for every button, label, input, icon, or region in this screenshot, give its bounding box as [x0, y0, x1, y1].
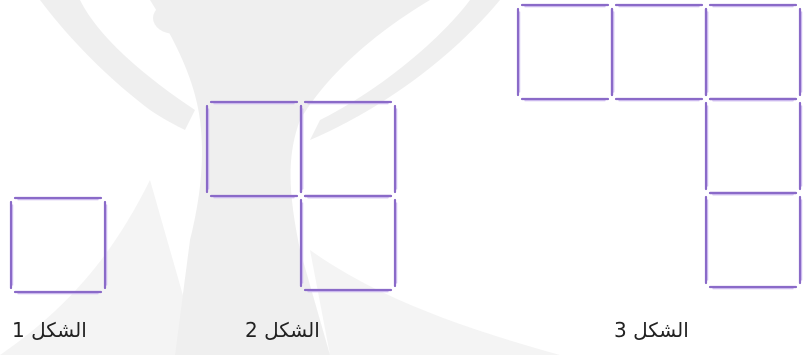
figure-3-square-5-left-stick — [706, 197, 708, 283]
figure-3-label: الشكل 3 — [614, 318, 689, 342]
figure-3-square-2-top-stick — [616, 5, 702, 7]
figure-3-square-1-bottom-stick — [522, 99, 608, 101]
figure-2-square-3-bottom-stick — [305, 290, 391, 292]
figure-3-square-2-left-stick — [612, 9, 614, 95]
figure-3-square-3-left-stick — [706, 9, 708, 95]
figure-3-square-4-top-stick — [710, 99, 796, 101]
figure-3-square-2-bottom-stick — [616, 99, 702, 101]
figure-1-square-1-left-stick — [11, 202, 13, 288]
figure-3-square-1-top-stick — [522, 5, 608, 7]
figure-3-square-4-right-stick — [800, 103, 802, 189]
figure-3-square-5-top-stick — [710, 193, 796, 195]
figure-3-square-5-bottom-stick — [710, 287, 796, 289]
figure-2-square-1-bottom-stick — [211, 196, 297, 198]
figure-2-square-2-right-stick — [395, 106, 397, 192]
figure-2-square-1-left-stick — [207, 106, 209, 192]
figure-3-square-3-right-stick — [800, 9, 802, 95]
figure-2-label: الشكل 2 — [245, 318, 320, 342]
figure-2-square-3-right-stick — [395, 200, 397, 286]
figure-2-square-2-left-stick — [301, 106, 303, 192]
figure-2-square-2-top-stick — [305, 102, 391, 104]
figure-2-square-1-top-stick — [211, 102, 297, 104]
figure-3-square-5-right-stick — [800, 197, 802, 283]
figure-3-square-3-top-stick — [710, 5, 796, 7]
figure-1-label: الشكل 1 — [12, 318, 87, 342]
figure-1-square-1-right-stick — [105, 202, 107, 288]
figure-3-square-1-left-stick — [518, 9, 520, 95]
figure-3-square-4-left-stick — [706, 103, 708, 189]
figure-1-square-1-top-stick — [15, 198, 101, 200]
figure-2-square-3-left-stick — [301, 200, 303, 286]
figure-2-square-3-top-stick — [305, 196, 391, 198]
figure-1-square-1-bottom-stick — [15, 292, 101, 294]
